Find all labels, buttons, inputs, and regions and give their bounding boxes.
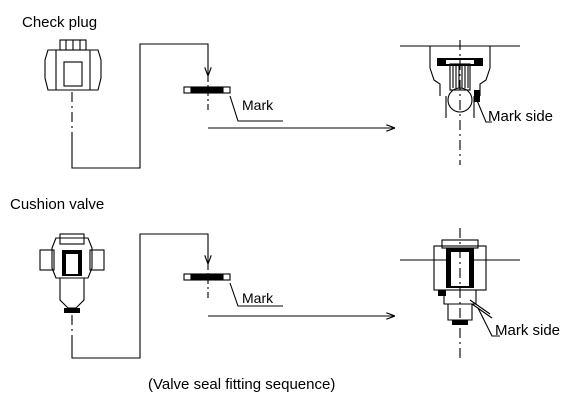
check-plug-seal bbox=[183, 76, 283, 122]
check-plug-part bbox=[44, 39, 102, 140]
cushion-valve-assembly bbox=[400, 228, 520, 360]
check-plug-mark-label: Mark bbox=[242, 97, 274, 113]
cushion-valve-mark-label: Mark bbox=[242, 290, 274, 306]
cushion-valve-title: Cushion valve bbox=[10, 196, 105, 213]
cushion-valve-sequence-line bbox=[71, 233, 208, 359]
cushion-valve-part bbox=[39, 233, 105, 340]
cushion-valve-seal bbox=[183, 264, 283, 307]
check-plug-sequence-line bbox=[71, 43, 208, 169]
cushion-valve-mark-side-label: Mark side bbox=[495, 322, 561, 339]
check-plug-title: Check plug bbox=[22, 14, 98, 31]
figure-caption: (Valve seal fitting sequence) bbox=[148, 376, 336, 393]
check-plug-assembly bbox=[400, 40, 520, 165]
check-plug-mark-side-label: Mark side bbox=[488, 108, 554, 125]
